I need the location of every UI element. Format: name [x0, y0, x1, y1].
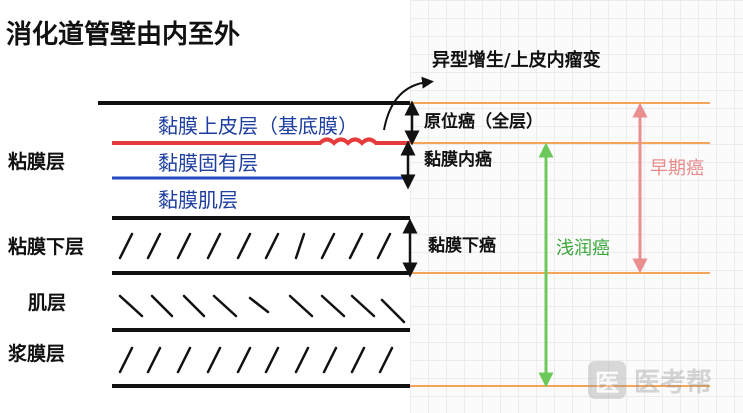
submucosa-hatching — [118, 232, 392, 260]
watermark-text: 医考帮 — [634, 367, 713, 398]
label-muscularis-mucosae: 黏膜肌层 — [158, 188, 238, 212]
basement-membrane-line — [112, 137, 410, 146]
label-submucosal-carcinoma: 黏膜下癌 — [428, 236, 496, 256]
label-submucosa: 粘膜下层 — [8, 236, 85, 258]
label-lamina-propria: 黏膜固有层 — [158, 151, 258, 175]
label-carcinoma-in-situ: 原位癌（全层） — [424, 112, 543, 132]
label-early-carcinoma: 早期癌 — [650, 158, 704, 179]
logo-icon: 医 — [588, 361, 626, 399]
muscularis-hatching — [118, 294, 406, 324]
watermark-logo: 医 医考帮 — [588, 355, 738, 405]
diagram-title: 消化道管壁由内至外 — [6, 20, 241, 50]
label-intramucosal-carcinoma: 黏膜内癌 — [424, 150, 492, 170]
dysplasia-annotation: 异型增生/上皮内瘤变 — [432, 50, 601, 71]
label-serosa: 浆膜层 — [8, 343, 66, 365]
serosa-hatching — [118, 346, 394, 374]
label-superficial-carcinoma: 浅润癌 — [556, 238, 610, 259]
grid-paper-background — [410, 0, 743, 413]
label-muscularis: 肌层 — [28, 292, 67, 314]
label-epithelium: 黏膜上皮层（基底膜） — [158, 114, 358, 138]
annotation-arrow — [383, 76, 434, 131]
label-mucosa: 粘膜层 — [8, 151, 66, 173]
